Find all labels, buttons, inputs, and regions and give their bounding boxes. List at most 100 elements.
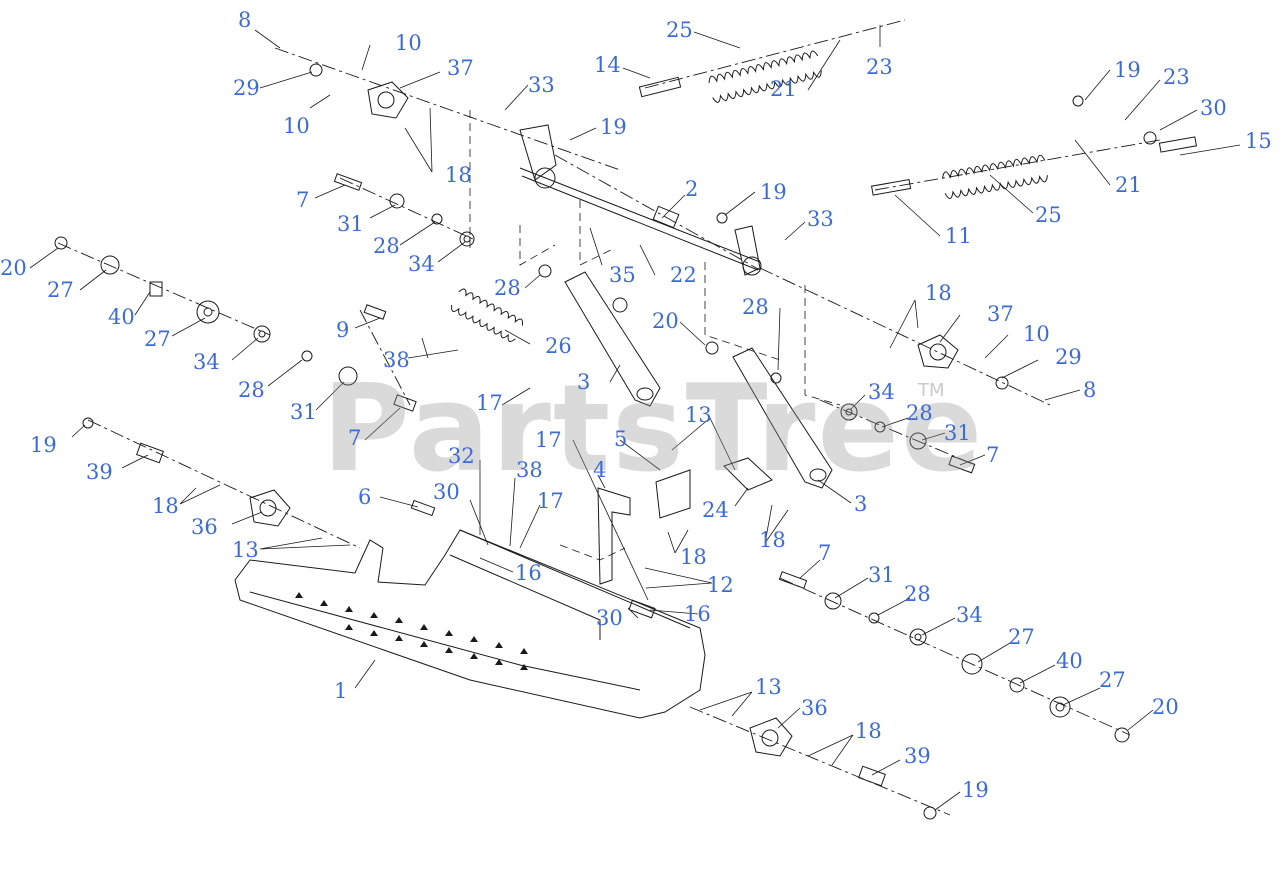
callout-1: 1 <box>334 679 348 703</box>
callout-36: 36 <box>191 515 218 539</box>
callout-14: 14 <box>594 53 621 77</box>
callout-17: 17 <box>476 391 503 415</box>
spring-middle <box>451 288 524 343</box>
callout-31: 31 <box>944 421 971 445</box>
callout-5: 5 <box>614 427 628 451</box>
callout-31: 31 <box>290 400 317 424</box>
callout-38: 38 <box>383 348 410 372</box>
watermark-trademark: TM <box>918 380 945 401</box>
callout-29: 29 <box>1055 345 1082 369</box>
callout-28: 28 <box>238 378 265 402</box>
callout-39: 39 <box>86 460 113 484</box>
callout-18: 18 <box>855 719 882 743</box>
callout-3: 3 <box>854 492 868 516</box>
callout-40: 40 <box>108 305 135 329</box>
callout-28: 28 <box>373 234 400 258</box>
callout-27: 27 <box>144 327 171 351</box>
callout-10: 10 <box>1023 322 1050 346</box>
arm-right <box>732 347 833 489</box>
callout-15: 15 <box>1245 129 1272 153</box>
callout-7: 7 <box>818 541 832 565</box>
callout-30: 30 <box>433 480 460 504</box>
callout-25: 25 <box>1035 203 1062 227</box>
callout-19: 19 <box>600 115 627 139</box>
callout-2: 2 <box>685 177 699 201</box>
bracket-5 <box>655 469 691 519</box>
callout-22: 22 <box>670 263 697 287</box>
bearing-36-bottom <box>749 717 793 757</box>
callout-20: 20 <box>1152 695 1179 719</box>
callout-19: 19 <box>962 778 989 802</box>
callout-13: 13 <box>685 403 712 427</box>
callout-38: 38 <box>516 458 543 482</box>
callout-6: 6 <box>358 485 372 509</box>
footplate-tread <box>295 592 528 670</box>
callout-18: 18 <box>759 528 786 552</box>
bearing-37-right <box>917 334 959 369</box>
callout-30: 30 <box>1200 96 1227 120</box>
callout-7: 7 <box>348 426 362 450</box>
callout-30: 30 <box>596 606 623 630</box>
callout-8: 8 <box>1083 378 1097 402</box>
callout-18: 18 <box>925 281 952 305</box>
callout-32: 32 <box>448 444 475 468</box>
callout-37: 37 <box>987 302 1014 326</box>
callout-27: 27 <box>47 278 74 302</box>
callout-36: 36 <box>801 696 828 720</box>
callout-8: 8 <box>238 8 252 32</box>
bearing-37-top <box>367 81 409 119</box>
callout-11: 11 <box>945 224 972 248</box>
callout-33: 33 <box>528 73 555 97</box>
callout-12: 12 <box>707 573 734 597</box>
bearing-36-left <box>249 489 291 527</box>
callout-34: 34 <box>956 603 983 627</box>
callout-19: 19 <box>30 433 57 457</box>
callout-27: 27 <box>1008 625 1035 649</box>
callout-28: 28 <box>742 295 769 319</box>
callout-24: 24 <box>702 498 729 522</box>
callout-33: 33 <box>807 207 834 231</box>
callout-28: 28 <box>906 401 933 425</box>
callout-19: 19 <box>760 180 787 204</box>
callout-13: 13 <box>232 538 259 562</box>
callout-18: 18 <box>445 163 472 187</box>
callout-35: 35 <box>609 263 636 287</box>
callout-9: 9 <box>336 318 350 342</box>
callout-18: 18 <box>152 494 179 518</box>
callout-25: 25 <box>666 18 693 42</box>
callout-37: 37 <box>447 56 474 80</box>
callout-20: 20 <box>652 309 679 333</box>
callout-17: 17 <box>537 489 564 513</box>
bracket-4 <box>597 487 631 585</box>
leader-lines <box>29 25 1241 811</box>
callout-20: 20 <box>0 256 27 280</box>
callout-39: 39 <box>904 744 931 768</box>
callout-4: 4 <box>593 458 607 482</box>
callout-10: 10 <box>395 31 422 55</box>
main-shaft <box>519 124 762 276</box>
plate-24 <box>723 457 773 491</box>
callout-26: 26 <box>545 334 572 358</box>
spring-top <box>638 50 822 103</box>
callout-3: 3 <box>577 370 591 394</box>
callout-34: 34 <box>868 380 895 404</box>
arm-left <box>564 271 661 407</box>
callout-34: 34 <box>193 350 220 374</box>
centerlines <box>57 19 1161 816</box>
callout-18: 18 <box>680 545 707 569</box>
callout-7: 7 <box>296 188 310 212</box>
callout-29: 29 <box>233 76 260 100</box>
callout-16: 16 <box>515 561 542 585</box>
callout-31: 31 <box>337 212 364 236</box>
callout-28: 28 <box>904 582 931 606</box>
callout-17: 17 <box>535 428 562 452</box>
hardware <box>54 63 1157 820</box>
callout-28: 28 <box>494 276 521 300</box>
callout-21: 21 <box>770 77 797 101</box>
callout-7: 7 <box>986 443 1000 467</box>
spring-right <box>870 136 1198 200</box>
callout-10: 10 <box>283 114 310 138</box>
callout-40: 40 <box>1056 649 1083 673</box>
